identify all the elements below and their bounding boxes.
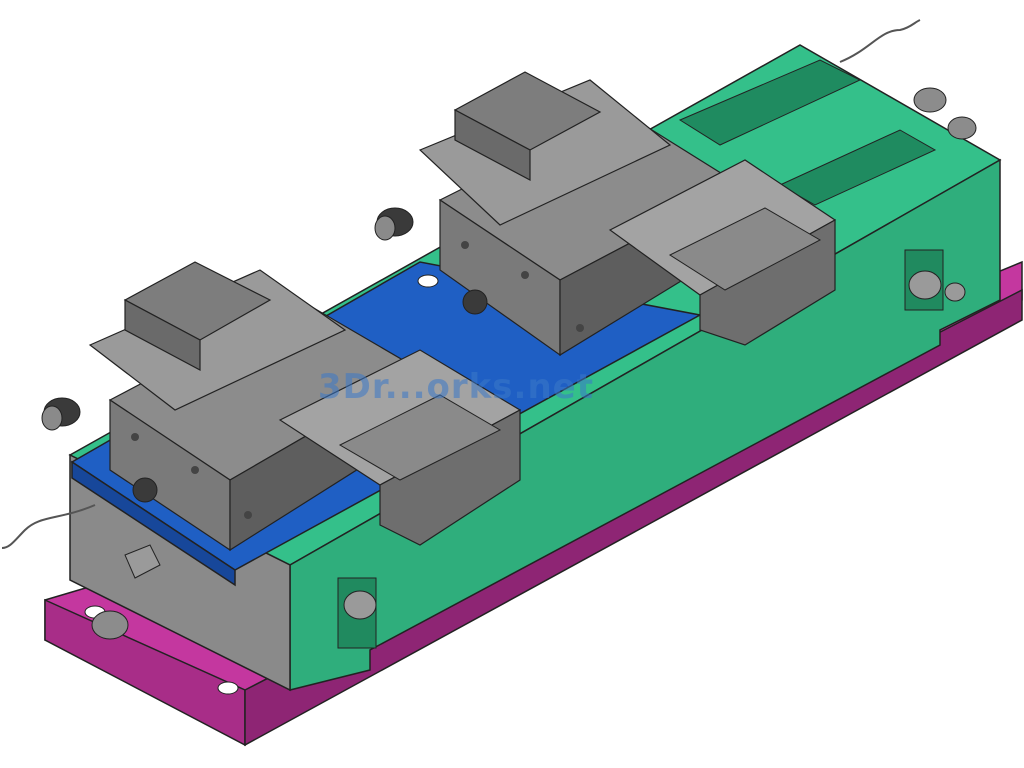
fitting-side-right [908,270,942,300]
vise-right-jaw-front [699,218,836,346]
cable-left [1,504,96,549]
fitting-front-left [91,610,129,640]
cable-right [839,19,921,63]
vise-left-knob-face [41,405,63,431]
blue-plate-edge [71,460,236,587]
vise-assembly-right [374,71,837,357]
vise-left-screw-c [244,511,252,519]
base-hole-front [217,681,239,695]
fitting-end-right [944,282,966,302]
vise-assembly-left [41,261,522,552]
vise-left-clamp-plate [338,394,502,481]
blue-plate-hole [417,274,439,288]
vise-left-jaw-front [379,408,521,546]
vise-right-screw-b [521,271,529,279]
watermark-text: 3Dr...orks.net [318,367,594,407]
fittings [91,87,977,640]
fitting-end-top [913,87,947,113]
green-slot-upper [678,59,862,146]
vise-right-thumbscrew [462,289,488,315]
vise-left-screw-b [191,466,199,474]
vise-right-block-front [454,109,531,181]
vise-right-knob-face [374,215,396,241]
vise-left-thumbscrew [132,477,158,503]
cables [1,19,921,549]
fitting-side-left [343,590,377,620]
fitting-front-hex [124,544,161,579]
vise-right-clamp-plate [668,207,822,291]
vise-left-block-front [124,299,201,371]
vise-left-screw-a [131,433,139,441]
fitting-end-bottom [947,116,977,140]
vise-right-screw-a [461,241,469,249]
vise-right-screw-c [576,324,584,332]
